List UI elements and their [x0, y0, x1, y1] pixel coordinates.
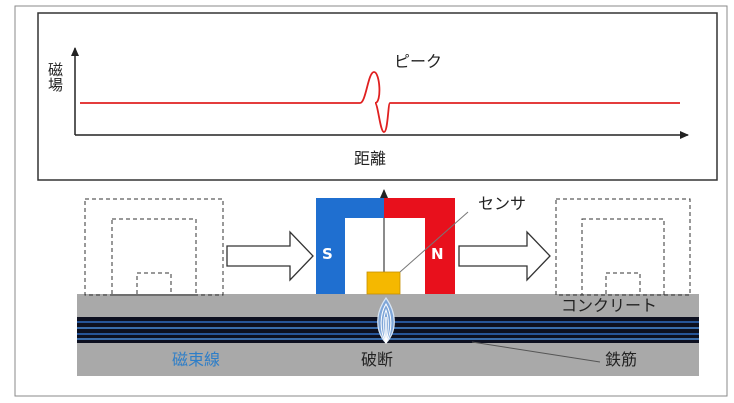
south-pole-label: S [322, 245, 333, 263]
magnet-south-pole [316, 198, 384, 294]
graph-y-axis-label: 磁場 [46, 62, 64, 92]
graph-x-axis-label: 距離 [354, 149, 387, 168]
magnetic-field-signal-line [80, 71, 680, 133]
movement-arrow-left [226, 230, 314, 282]
magnet-next-position [555, 198, 691, 296]
break-flux-leakage [377, 296, 395, 345]
peak-label: ピーク [394, 52, 443, 71]
rebar-leader-line [471, 341, 601, 363]
rebar-label: 鉄筋 [605, 350, 638, 369]
concrete-label: コンクリート [561, 296, 658, 315]
magnet-previous-position [84, 198, 224, 296]
north-pole-label: N [431, 245, 444, 263]
magnet-north-pole [384, 198, 455, 294]
flux-lines-label: 磁束線 [172, 350, 221, 369]
sensor [366, 271, 401, 295]
break-label: 破断 [361, 350, 394, 369]
sensor-leader-line [399, 211, 469, 273]
graph-panel [37, 12, 718, 181]
sensor-label: センサ [478, 194, 527, 213]
movement-arrow-right [458, 230, 551, 282]
